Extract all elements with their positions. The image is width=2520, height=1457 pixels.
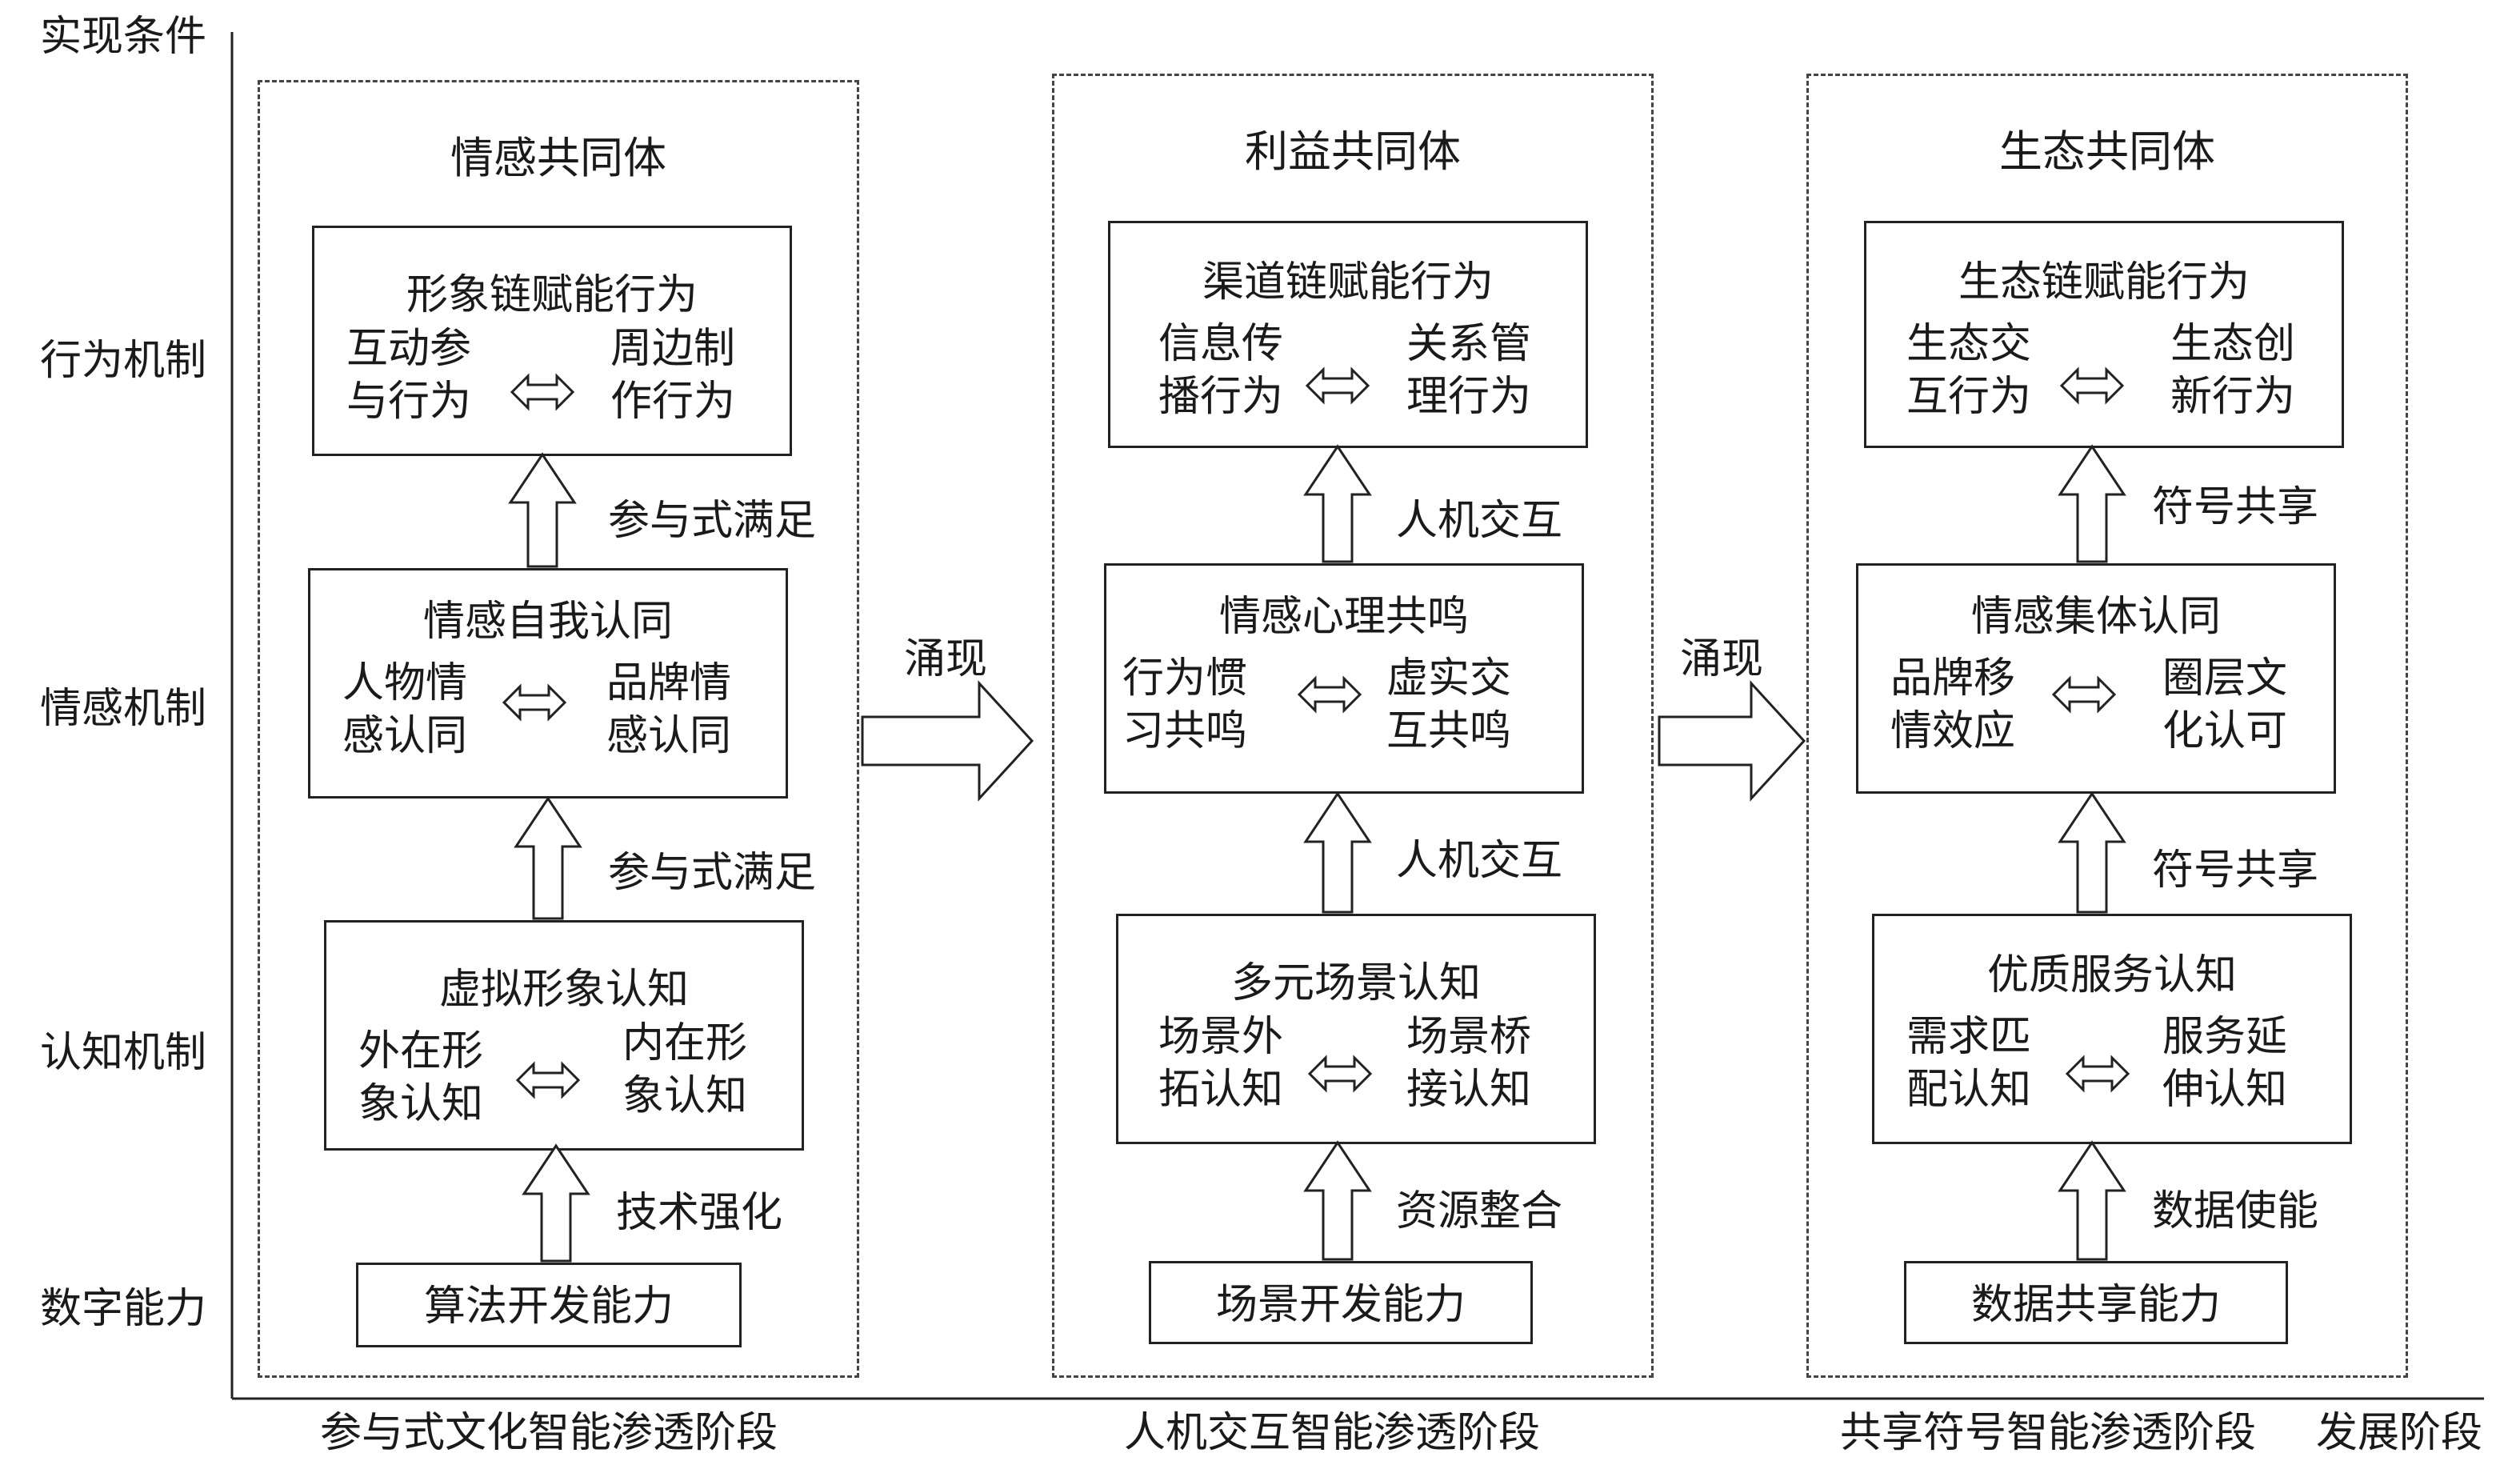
pair-right: 内在形 象认知 xyxy=(622,1019,748,1120)
pair-left: 行为惯 习共鸣 xyxy=(1122,654,1248,755)
up-arrow xyxy=(1303,1140,1372,1261)
panel-title: 生态共同体 xyxy=(1999,126,2215,177)
pair-left: 外在形 象认知 xyxy=(358,1027,484,1128)
emotion-box: 情感自我认同 人物情 感认同 品牌情 感认同 xyxy=(308,568,788,799)
transition-label: 涌现 xyxy=(1680,635,1764,683)
double-arrow xyxy=(1297,675,1362,714)
up-arrow xyxy=(1303,791,1372,914)
up-arrow xyxy=(2058,1140,2126,1261)
pair-left: 场景外 拓认知 xyxy=(1158,1013,1284,1114)
double-arrow xyxy=(1307,1055,1373,1093)
up-arrow xyxy=(508,452,577,568)
pair-left: 需求匹 配认知 xyxy=(1906,1013,2032,1114)
emotion-box: 情感集体认同 品牌移 情效应 圈层文 化认可 xyxy=(1856,563,2336,794)
pair-right: 生态创 新行为 xyxy=(2170,320,2296,421)
capability-box: 算法开发能力 xyxy=(356,1263,742,1347)
edge-label-bottom: 技术强化 xyxy=(616,1189,783,1237)
stage-panel-interest-community: 利益共同体 xyxy=(1052,74,1654,1378)
capability-box: 数据共享能力 xyxy=(1904,1261,2288,1344)
up-arrow xyxy=(522,1143,590,1263)
pair-right: 品牌情 感认同 xyxy=(606,659,732,760)
stage-panel-ecology-community: 生态共同体 xyxy=(1806,74,2408,1378)
box-title: 情感集体认同 xyxy=(1970,593,2221,641)
right-arrow xyxy=(1658,680,1806,802)
edge-label-mid: 符号共享 xyxy=(2152,847,2319,895)
pair-right: 圈层文 化认可 xyxy=(2162,654,2288,755)
capability-label: 算法开发能力 xyxy=(423,1283,674,1331)
behavior-box: 形象链赋能行为 互动参 与行为 周边制 作行为 xyxy=(312,226,792,456)
transition-label: 涌现 xyxy=(904,635,988,683)
box-title: 情感心理共鸣 xyxy=(1218,593,1469,641)
right-arrow xyxy=(861,680,1034,802)
pair-right: 服务延 伸认知 xyxy=(2162,1013,2288,1114)
pair-left: 人物情 感认同 xyxy=(342,659,468,760)
double-arrow xyxy=(502,683,567,722)
axis-label-behavior: 行为机制 xyxy=(40,337,207,385)
stage-label: 人机交互智能渗透阶段 xyxy=(1124,1409,1541,1457)
pair-left: 生态交 互行为 xyxy=(1906,320,2032,421)
pair-left: 互动参 与行为 xyxy=(346,325,472,426)
pair-right: 虚实交 互共鸣 xyxy=(1386,654,1512,755)
box-title: 渠道链赋能行为 xyxy=(1202,258,1494,306)
axis-label-cognition: 认知机制 xyxy=(40,1029,207,1077)
behavior-box: 渠道链赋能行为 信息传 播行为 关系管 理行为 xyxy=(1108,221,1588,448)
pair-right: 关系管 理行为 xyxy=(1406,320,1532,421)
box-title: 虚拟形象认知 xyxy=(438,966,689,1014)
double-arrow xyxy=(515,1061,581,1099)
box-title: 生态链赋能行为 xyxy=(1958,258,2250,306)
pair-left: 品牌移 情效应 xyxy=(1890,654,2016,755)
pair-right: 场景桥 接认知 xyxy=(1406,1013,1532,1114)
box-title: 优质服务认知 xyxy=(1986,951,2237,999)
pair-right: 周边制 作行为 xyxy=(610,325,736,426)
stage-panel-emotion-community: 情感共同体 xyxy=(258,80,859,1378)
double-arrow xyxy=(2051,675,2117,714)
axis-label-digital: 数字能力 xyxy=(40,1285,207,1333)
double-arrow xyxy=(2065,1055,2130,1093)
edge-label-bottom: 数据使能 xyxy=(2152,1187,2319,1235)
axis-label-emotion: 情感机制 xyxy=(40,685,207,733)
edge-label-bottom: 资源整合 xyxy=(1396,1187,1563,1235)
stage-label: 共享符号智能渗透阶段 xyxy=(1840,1409,2257,1457)
capability-box: 场景开发能力 xyxy=(1149,1261,1533,1344)
edge-label-mid: 人机交互 xyxy=(1396,837,1563,885)
edge-label-top: 参与式满足 xyxy=(608,497,817,545)
edge-label-top: 符号共享 xyxy=(2152,483,2319,531)
box-title: 形象链赋能行为 xyxy=(406,271,698,319)
box-title: 多元场景认知 xyxy=(1230,959,1481,1007)
double-arrow xyxy=(2059,366,2125,405)
panel-title: 情感共同体 xyxy=(450,133,666,183)
behavior-box: 生态链赋能行为 生态交 互行为 生态创 新行为 xyxy=(1864,221,2344,448)
capability-label: 场景开发能力 xyxy=(1215,1281,1466,1329)
stage-label: 参与式文化智能渗透阶段 xyxy=(320,1409,778,1457)
edge-label-mid: 参与式满足 xyxy=(608,849,817,897)
double-arrow xyxy=(1305,366,1370,405)
capability-label: 数据共享能力 xyxy=(1970,1281,2221,1329)
axis-label-conditions: 实现条件 xyxy=(40,13,207,61)
panel-title: 利益共同体 xyxy=(1245,126,1461,177)
up-arrow xyxy=(2058,791,2126,914)
edge-label-top: 人机交互 xyxy=(1396,497,1563,545)
cognition-box: 多元场景认知 场景外 拓认知 场景桥 接认知 xyxy=(1116,914,1596,1144)
cognition-box: 虚拟形象认知 外在形 象认知 内在形 象认知 xyxy=(324,920,804,1151)
emotion-box: 情感心理共鸣 行为惯 习共鸣 虚实交 互共鸣 xyxy=(1104,563,1584,794)
up-arrow xyxy=(2058,444,2126,563)
pair-left: 信息传 播行为 xyxy=(1158,320,1284,421)
double-arrow xyxy=(510,373,575,411)
up-arrow xyxy=(1303,444,1372,563)
box-title: 情感自我认同 xyxy=(422,598,673,646)
up-arrow xyxy=(514,796,582,920)
cognition-box: 优质服务认知 需求匹 配认知 服务延 伸认知 xyxy=(1872,914,2352,1144)
x-axis-end-label: 发展阶段 xyxy=(2316,1409,2483,1457)
